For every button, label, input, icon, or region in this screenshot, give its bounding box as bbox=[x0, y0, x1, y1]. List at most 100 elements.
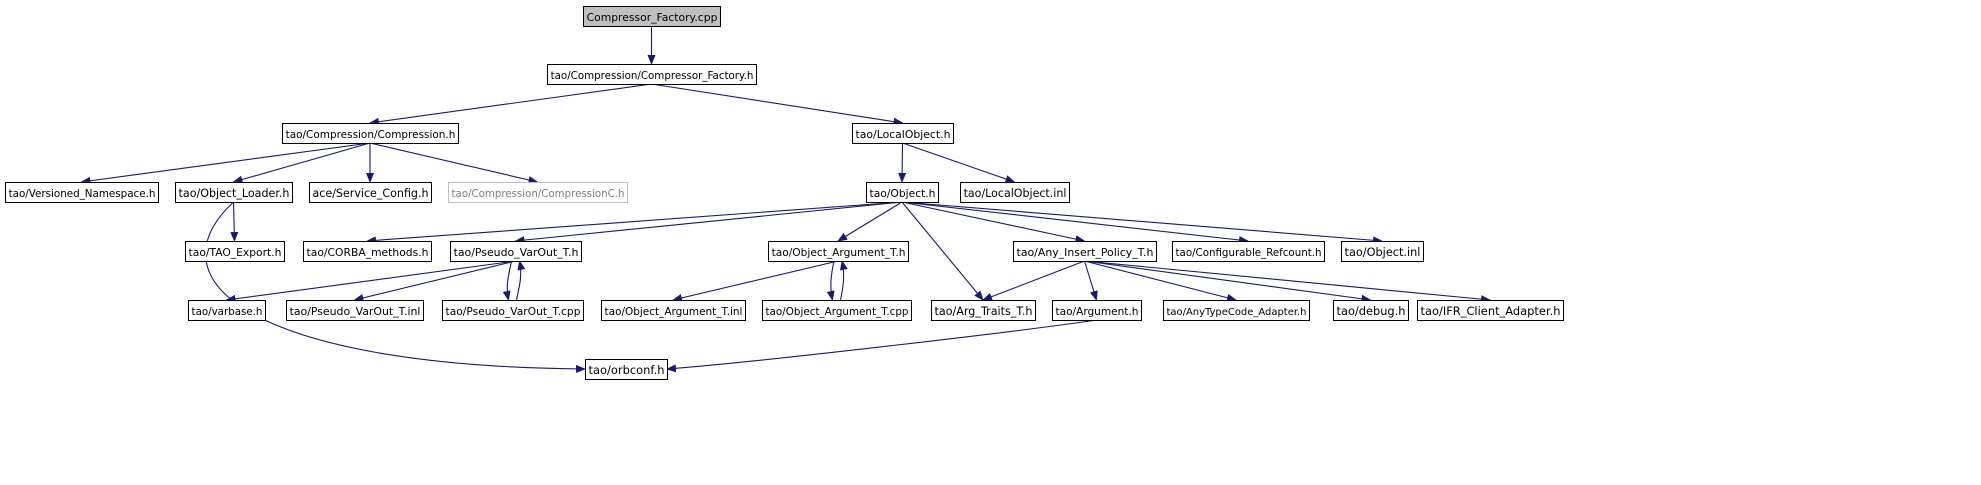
node-box bbox=[448, 182, 628, 203]
node-pseudo-varout-t-h[interactable]: tao/Pseudo_VarOut_T.h bbox=[450, 241, 582, 262]
node-box bbox=[1052, 300, 1142, 321]
node-label: tao/Arg_Traits_T.h bbox=[935, 305, 1033, 318]
node-box bbox=[852, 123, 954, 144]
node-anytypecode-adapter-h[interactable]: tao/AnyTypeCode_Adapter.h bbox=[1163, 300, 1310, 321]
node-box bbox=[1172, 241, 1325, 262]
node-label: tao/IFR_Client_Adapter.h bbox=[1420, 304, 1560, 318]
node-box bbox=[601, 300, 746, 321]
node-box bbox=[188, 300, 266, 321]
node-box bbox=[1417, 300, 1564, 321]
edge-pseudo-varout-t-cpp-to-pseudo-varout-t-h bbox=[515, 260, 526, 301]
node-object-inl[interactable]: tao/Object.inl bbox=[1341, 241, 1424, 262]
node-configurable-refcount-h[interactable]: tao/Configurable_Refcount.h bbox=[1172, 241, 1325, 262]
edge-object-argument-t-cpp-to-object-argument-t-h bbox=[839, 260, 848, 301]
node-box bbox=[585, 359, 668, 380]
edge-object-h-to-pseudo-varout-t-h bbox=[514, 201, 903, 245]
edge-object-h-to-object-argument-t-h bbox=[837, 201, 903, 242]
node-object-argument-t-h[interactable]: tao/Object_Argument_T.h bbox=[768, 241, 909, 262]
edge-object-h-to-any-insert-policy-t-h bbox=[901, 201, 1086, 244]
node-compressor-factory-h[interactable]: tao/Compression/Compressor_Factory.h bbox=[547, 64, 757, 85]
node-label: tao/LocalObject.inl bbox=[964, 187, 1067, 200]
node-label: tao/Object.inl bbox=[1345, 246, 1421, 259]
node-label: tao/orbconf.h bbox=[589, 363, 665, 377]
node-label: tao/Argument.h bbox=[1056, 306, 1139, 318]
node-box bbox=[960, 182, 1070, 203]
node-box bbox=[442, 300, 584, 321]
node-label: tao/Compression/Compressor_Factory.h bbox=[551, 70, 754, 82]
node-localobject-h[interactable]: tao/LocalObject.h bbox=[852, 123, 954, 144]
edge-pseudo-varout-t-h-to-pseudo-varout-t-cpp bbox=[502, 260, 513, 301]
node-orbconf-h[interactable]: tao/orbconf.h bbox=[585, 359, 668, 380]
node-label: tao/AnyTypeCode_Adapter.h bbox=[1166, 307, 1306, 318]
node-box bbox=[175, 182, 293, 203]
node-label: tao/Object.h bbox=[870, 187, 936, 200]
node-box bbox=[547, 64, 757, 85]
edge-object-loader-h-to-orbconf-h bbox=[205, 201, 586, 373]
node-object-loader-h[interactable]: tao/Object_Loader.h bbox=[175, 182, 293, 203]
node-label: ace/Service_Config.h bbox=[313, 187, 429, 200]
node-tao-export-h[interactable]: tao/TAO_Export.h bbox=[185, 241, 285, 262]
node-debug-h[interactable]: tao/debug.h bbox=[1333, 300, 1409, 321]
edge-compression-h-to-object-loader-h bbox=[232, 142, 371, 184]
edge-object-h-to-object-inl bbox=[901, 201, 1383, 245]
node-localobject-inl[interactable]: tao/LocalObject.inl bbox=[960, 182, 1070, 203]
node-label: tao/Versioned_Namespace.h bbox=[9, 188, 156, 200]
node-label: tao/Object_Argument_T.h bbox=[772, 246, 906, 259]
node-compressionc-h[interactable]: tao/Compression/CompressionC.h bbox=[448, 182, 628, 203]
node-box bbox=[866, 182, 939, 203]
edge-pseudo-varout-t-h-to-varbase-h bbox=[225, 260, 516, 303]
node-box bbox=[185, 241, 285, 262]
node-ifr-client-adapter-h[interactable]: tao/IFR_Client_Adapter.h bbox=[1417, 300, 1564, 321]
node-box bbox=[768, 241, 909, 262]
node-label: tao/Object_Argument_T.cpp bbox=[766, 306, 909, 318]
node-box bbox=[309, 182, 432, 203]
node-box bbox=[282, 123, 459, 144]
edge-argument-h-to-orbconf-h bbox=[666, 319, 1097, 373]
edge-localobject-h-to-localobject-inl bbox=[902, 142, 1016, 183]
node-label: tao/Configurable_Refcount.h bbox=[1176, 247, 1322, 259]
node-box bbox=[450, 241, 582, 262]
node-varbase-h[interactable]: tao/varbase.h bbox=[188, 300, 266, 321]
node-box bbox=[286, 300, 424, 321]
edge-object-loader-h-to-tao-export-h bbox=[230, 201, 239, 242]
edge-object-argument-t-h-to-object-argument-t-cpp bbox=[826, 260, 835, 301]
node-compression-h[interactable]: tao/Compression/Compression.h bbox=[282, 123, 459, 144]
node-box bbox=[1341, 241, 1424, 262]
node-pseudo-varout-t-cpp[interactable]: tao/Pseudo_VarOut_T.cpp bbox=[442, 300, 584, 321]
edge-object-h-to-corba-methods-h bbox=[366, 201, 903, 245]
node-object-argument-t-cpp[interactable]: tao/Object_Argument_T.cpp bbox=[762, 300, 912, 321]
node-object-h[interactable]: tao/Object.h bbox=[866, 182, 939, 203]
nodes-layer: Compressor_Factory.cpp tao/Compression/Co… bbox=[5, 6, 1564, 380]
node-label: tao/Compression/Compression.h bbox=[286, 129, 456, 141]
edge-any-insert-policy-t-h-to-argument-h bbox=[1083, 260, 1098, 301]
node-argument-h[interactable]: tao/Argument.h bbox=[1052, 300, 1142, 321]
node-service-config-h[interactable]: ace/Service_Config.h bbox=[309, 182, 432, 203]
node-box bbox=[1333, 300, 1409, 321]
node-box bbox=[1013, 241, 1157, 262]
node-label: tao/CORBA_methods.h bbox=[307, 246, 429, 259]
edge-compressor-factory-h-to-localobject-h bbox=[651, 83, 904, 126]
node-label: tao/Compression/CompressionC.h bbox=[452, 189, 625, 200]
node-compressor-factory-cpp[interactable]: Compressor_Factory.cpp bbox=[583, 6, 721, 27]
node-corba-methods-h[interactable]: tao/CORBA_methods.h bbox=[303, 241, 432, 262]
node-box bbox=[1163, 300, 1310, 321]
node-label: tao/TAO_Export.h bbox=[189, 246, 282, 259]
node-object-argument-t-inl[interactable]: tao/Object_Argument_T.inl bbox=[601, 300, 746, 321]
node-label: tao/debug.h bbox=[1337, 304, 1406, 318]
node-box bbox=[762, 300, 912, 321]
node-box bbox=[5, 182, 159, 203]
node-label: tao/Any_Insert_Policy_T.h bbox=[1017, 246, 1154, 259]
node-box bbox=[931, 300, 1036, 321]
edges-layer bbox=[80, 26, 1491, 373]
edge-compressor-factory-h-to-compression-h bbox=[369, 83, 652, 126]
node-label: tao/Object_Loader.h bbox=[179, 187, 290, 200]
edge-any-insert-policy-t-h-to-anytypecode-adapter-h bbox=[1084, 260, 1237, 302]
node-pseudo-varout-t-inl[interactable]: tao/Pseudo_VarOut_T.inl bbox=[286, 300, 424, 321]
node-versioned-namespace-h[interactable]: tao/Versioned_Namespace.h bbox=[5, 182, 159, 203]
node-any-insert-policy-t-h[interactable]: tao/Any_Insert_Policy_T.h bbox=[1013, 241, 1157, 262]
edge-compression-h-to-versioned-namespace-h bbox=[80, 142, 371, 185]
edge-object-h-to-configurable-refcount-h bbox=[901, 201, 1249, 244]
node-arg-traits-t-h[interactable]: tao/Arg_Traits_T.h bbox=[931, 300, 1036, 321]
edge-pseudo-varout-t-h-to-pseudo-varout-t-inl bbox=[353, 260, 516, 302]
